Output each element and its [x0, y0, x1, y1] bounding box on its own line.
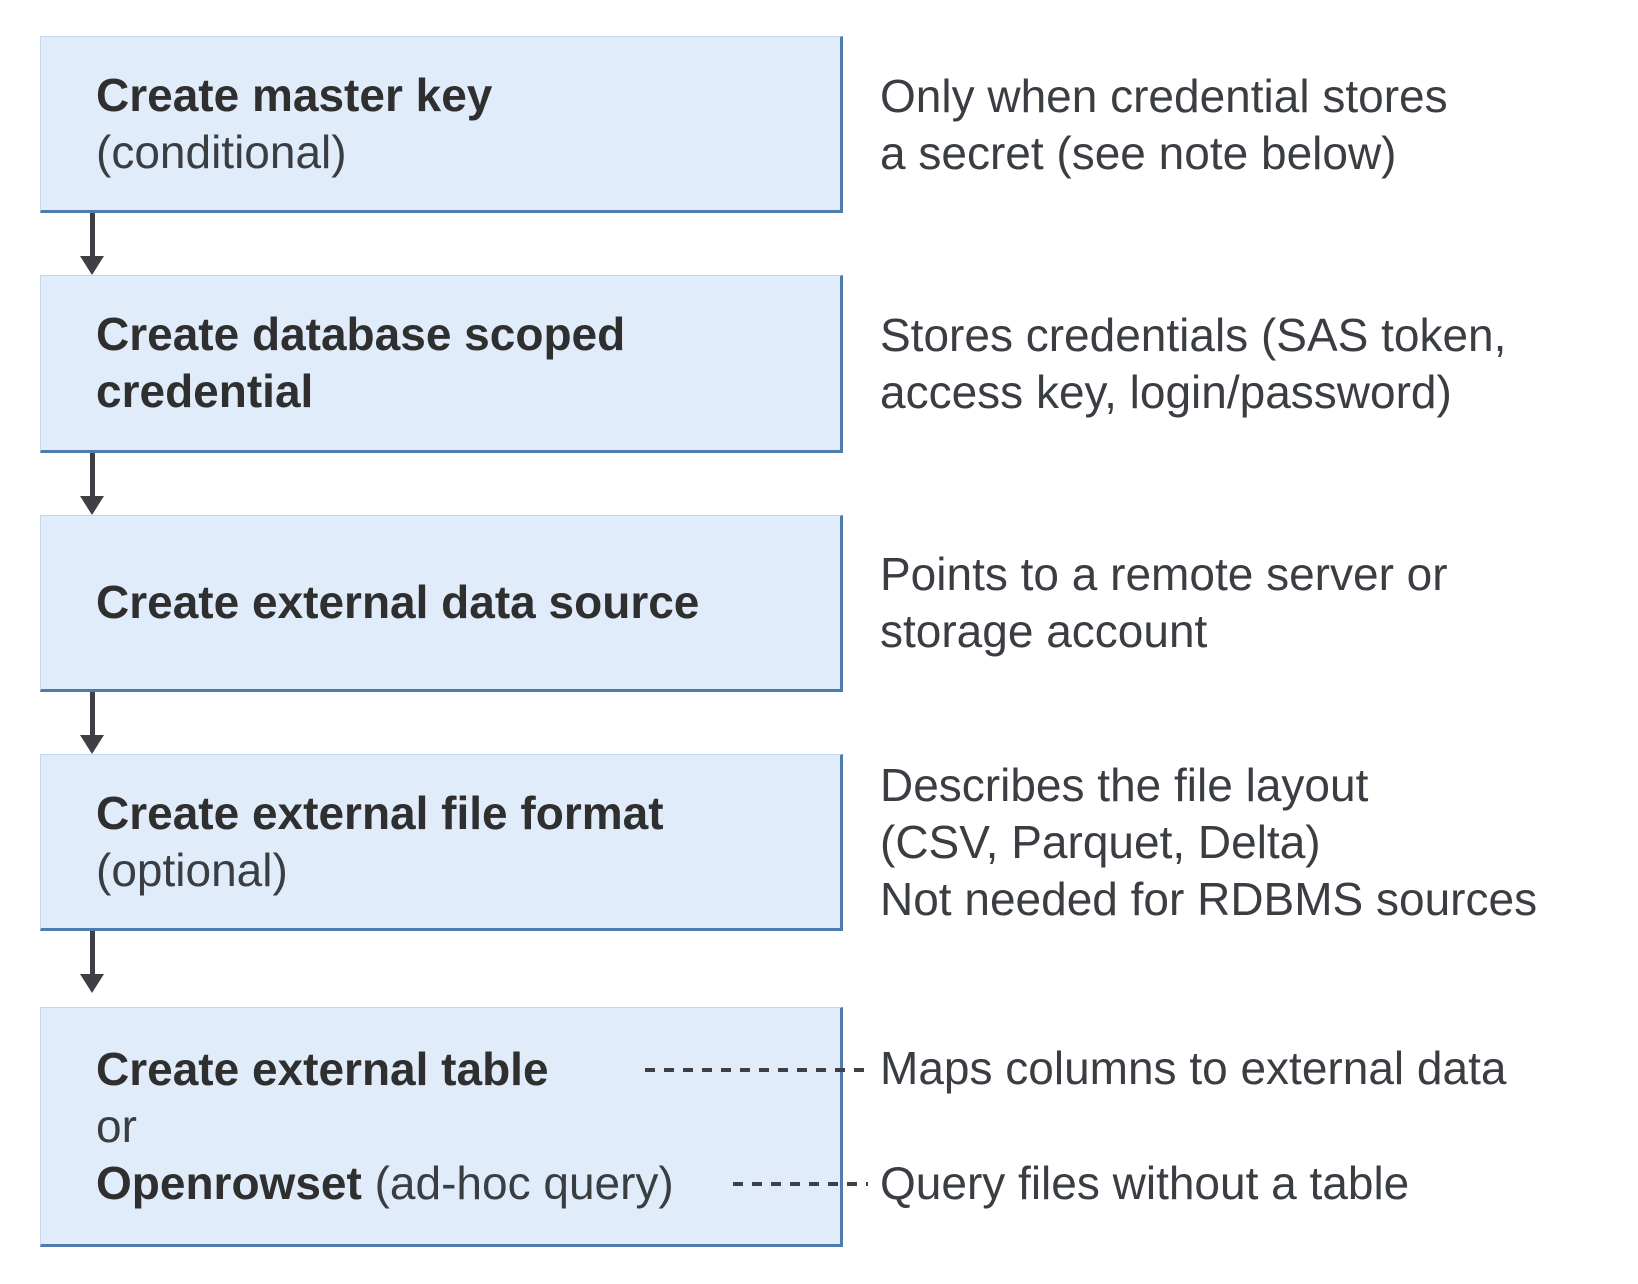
note-line: Not needed for RDBMS sources	[880, 873, 1538, 925]
arrow-head-icon	[80, 735, 104, 754]
note-openrowset: Query files without a table	[880, 1155, 1409, 1212]
note-line: access key, login/password)	[880, 366, 1452, 418]
arrow-stem	[90, 931, 95, 974]
step-box-external-file-format: Create external file format (optional)	[40, 754, 843, 931]
step-box-create-master-key: Create master key (conditional)	[40, 36, 843, 213]
note-master-key: Only when credential stores a secret (se…	[880, 68, 1448, 182]
arrow-head-icon	[80, 256, 104, 275]
note-external-file-format: Describes the file layout (CSV, Parquet,…	[880, 757, 1537, 928]
note-line: (CSV, Parquet, Delta)	[880, 816, 1321, 868]
step-title: Create master key	[96, 68, 493, 121]
note-line: Describes the file layout	[880, 759, 1369, 811]
step-box-database-scoped-credential: Create database scoped credential	[40, 275, 843, 453]
openrowset-qualifier: (ad-hoc query)	[361, 1156, 674, 1209]
step-title-openrowset: Openrowset (ad-hoc query)	[96, 1155, 840, 1212]
step-qualifier: (optional)	[96, 843, 288, 896]
openrowset-label: Openrowset	[96, 1156, 362, 1209]
arrow-head-icon	[80, 496, 104, 515]
step-title-external-table: Create external table	[96, 1042, 549, 1095]
note-line: Points to a remote server or	[880, 548, 1448, 600]
step-title: Create external file format	[96, 786, 664, 839]
step-title: Create external data source	[96, 576, 700, 628]
step-title-line2: credential	[96, 365, 314, 417]
note-line: Maps columns to external data	[880, 1042, 1507, 1094]
arrow-stem	[90, 453, 95, 496]
step-qualifier: (conditional)	[96, 125, 347, 178]
note-line: storage account	[880, 605, 1208, 657]
note-line: a secret (see note below)	[880, 127, 1397, 179]
note-line: Only when credential stores	[880, 70, 1448, 122]
dashed-connector-external-table	[645, 1068, 868, 1072]
note-external-data-source: Points to a remote server or storage acc…	[880, 546, 1448, 660]
arrow-stem	[90, 213, 95, 256]
note-external-table: Maps columns to external data	[880, 1040, 1506, 1097]
step-box-external-data-source: Create external data source	[40, 515, 843, 692]
note-database-scoped-credential: Stores credentials (SAS token, access ke…	[880, 307, 1506, 421]
note-line: Query files without a table	[880, 1157, 1410, 1209]
step-title: Create database scoped	[96, 308, 626, 360]
note-line: Stores credentials (SAS token,	[880, 309, 1507, 361]
arrow-head-icon	[80, 974, 104, 993]
dashed-connector-openrowset	[733, 1182, 868, 1186]
arrow-stem	[90, 692, 95, 735]
step-or-label: or	[96, 1099, 137, 1152]
step-box-external-table-or-openrowset: Create external table or Openrowset (ad-…	[40, 1007, 843, 1247]
